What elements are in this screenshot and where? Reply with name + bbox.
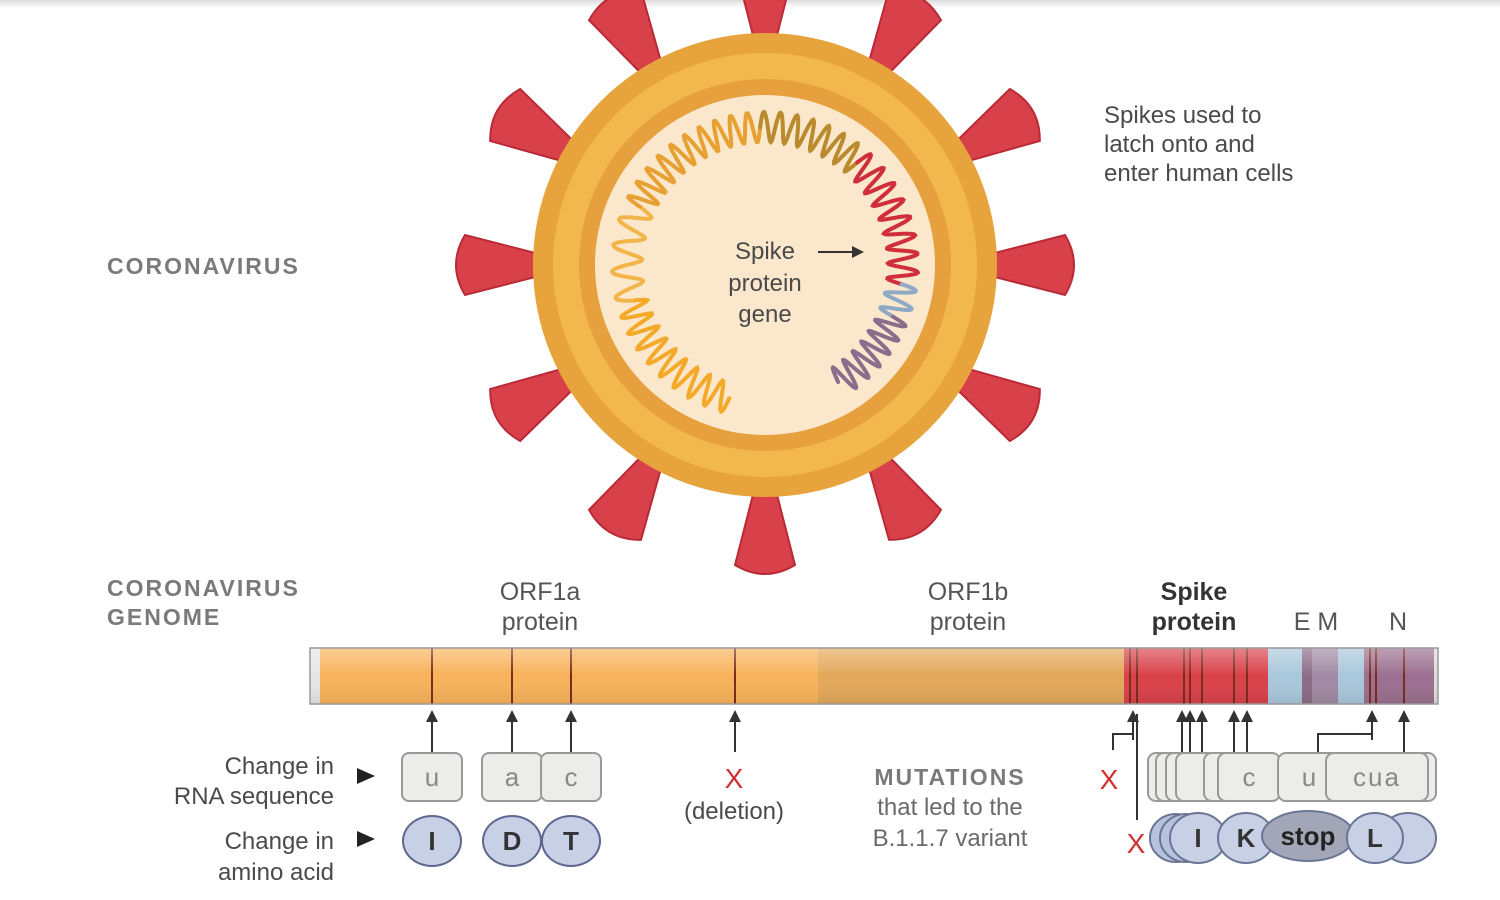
spike-rna-letter: c	[1242, 762, 1256, 792]
mutation-amino-circle: T	[541, 815, 601, 867]
spike-protein	[948, 365, 1041, 443]
gene-name: Spike	[1160, 578, 1228, 606]
mutations-note-line: B.1.1.7 variant	[872, 825, 1028, 852]
spike-deletion-x: X	[1126, 828, 1146, 859]
gene-label-spike: Spike protein	[1124, 577, 1264, 637]
genome-section-label: GENOME	[107, 604, 222, 630]
up-arrow-icon	[506, 710, 518, 752]
spike-deletion-x: X	[1099, 764, 1119, 795]
row-label-line: RNA sequence	[173, 783, 334, 810]
up-arrow-icon	[1228, 710, 1240, 752]
genome-section-label: CORONAVIRUS	[107, 575, 300, 601]
genome-bar-outline	[309, 647, 1439, 705]
virus-core	[595, 95, 935, 435]
mutation-rna-box	[1325, 752, 1429, 802]
up-arrow-icon	[1196, 710, 1208, 752]
spikes-note-line: Spikes used to	[1104, 102, 1262, 129]
spike-protein	[587, 0, 665, 82]
up-arrow-icon	[565, 710, 577, 752]
gene-label-em: E M	[1293, 608, 1339, 636]
spike-protein	[865, 0, 943, 82]
rna-segment-orf1b	[758, 109, 860, 174]
mutation-rna-box: c	[540, 752, 602, 802]
spike-amino-letter: stop	[1280, 821, 1336, 851]
spike-protein	[455, 233, 548, 297]
spike-rna-letter: cua	[1353, 762, 1401, 792]
spike-amino-letter: L	[1367, 823, 1383, 853]
gene-name: ORF1a	[499, 578, 581, 606]
gene-name: protein	[1151, 608, 1237, 636]
rna-segment-orf1a	[619, 297, 732, 415]
spike-amino-letter: I	[1194, 823, 1202, 853]
up-arrow-icon	[1398, 710, 1410, 752]
gene-label-orf1b: ORF1b protein	[898, 577, 1038, 637]
gene-label-line: Spike	[734, 238, 796, 265]
spike-protein	[982, 233, 1075, 297]
row-label-line: amino acid	[217, 859, 334, 886]
genome-bar	[309, 647, 1439, 705]
spikes	[455, 0, 1075, 575]
spike-protein	[489, 87, 582, 165]
mutation-amino-circle: I	[402, 815, 462, 867]
virus-section-label: CORONAVIRUS	[107, 253, 300, 279]
mutations-note-line: that led to the	[877, 794, 1023, 821]
up-arrow-icon	[1241, 710, 1253, 752]
gene-name: protein	[501, 608, 579, 636]
mutation-arrows	[426, 710, 1410, 752]
spike-bracket	[1112, 714, 1373, 820]
mutation-amino-circle: D	[482, 815, 542, 867]
gene-label-orf1a: ORF1a protein	[470, 577, 610, 637]
up-arrow-icon	[426, 710, 438, 752]
spike-amino-letter: K	[1236, 823, 1256, 853]
deletion-x: X	[724, 763, 744, 794]
spikes-note-line: enter human cells	[1104, 160, 1294, 187]
gene-name: protein	[929, 608, 1007, 636]
mutation-rna-box: a	[481, 752, 543, 802]
spike-rna-letter: u	[1301, 762, 1317, 792]
mutations-note-title: MUTATIONS	[874, 764, 1026, 790]
spike-protein	[733, 482, 797, 575]
amino-row-pointer-icon	[357, 831, 375, 847]
arrow-icon	[818, 246, 864, 258]
gene-label-line: protein	[728, 270, 802, 297]
spike-protein	[587, 448, 665, 541]
mutation-amino-circle	[1346, 812, 1404, 864]
gene-name: ORF1b	[927, 578, 1009, 606]
gene-label-n: N	[1388, 608, 1408, 636]
row-label-line: Change in	[224, 828, 334, 855]
rna-row-pointer-icon	[357, 768, 375, 784]
deletion-label: (deletion)	[683, 798, 785, 825]
spike-protein	[948, 87, 1041, 165]
row-label-line: Change in	[224, 753, 334, 780]
up-arrow-icon	[1176, 710, 1188, 752]
rna-segment-n	[830, 314, 908, 391]
mutation-rna-box: u	[401, 752, 463, 802]
rna-segment-orf1a	[625, 111, 763, 209]
gene-label-line: gene	[738, 301, 792, 328]
up-arrow-icon	[1184, 710, 1196, 752]
spike-protein	[489, 365, 582, 443]
spikes-note-line: latch onto and	[1104, 131, 1255, 158]
rna-segment-em	[878, 282, 918, 319]
spike-protein	[733, 0, 797, 48]
spike-protein	[865, 448, 943, 541]
spike-mutation-cluster	[1147, 752, 1437, 864]
rna-strand	[610, 109, 921, 415]
rna-segment-spike	[853, 152, 921, 287]
up-arrow-icon	[729, 710, 741, 752]
rna-segment-orf1a	[610, 204, 654, 303]
